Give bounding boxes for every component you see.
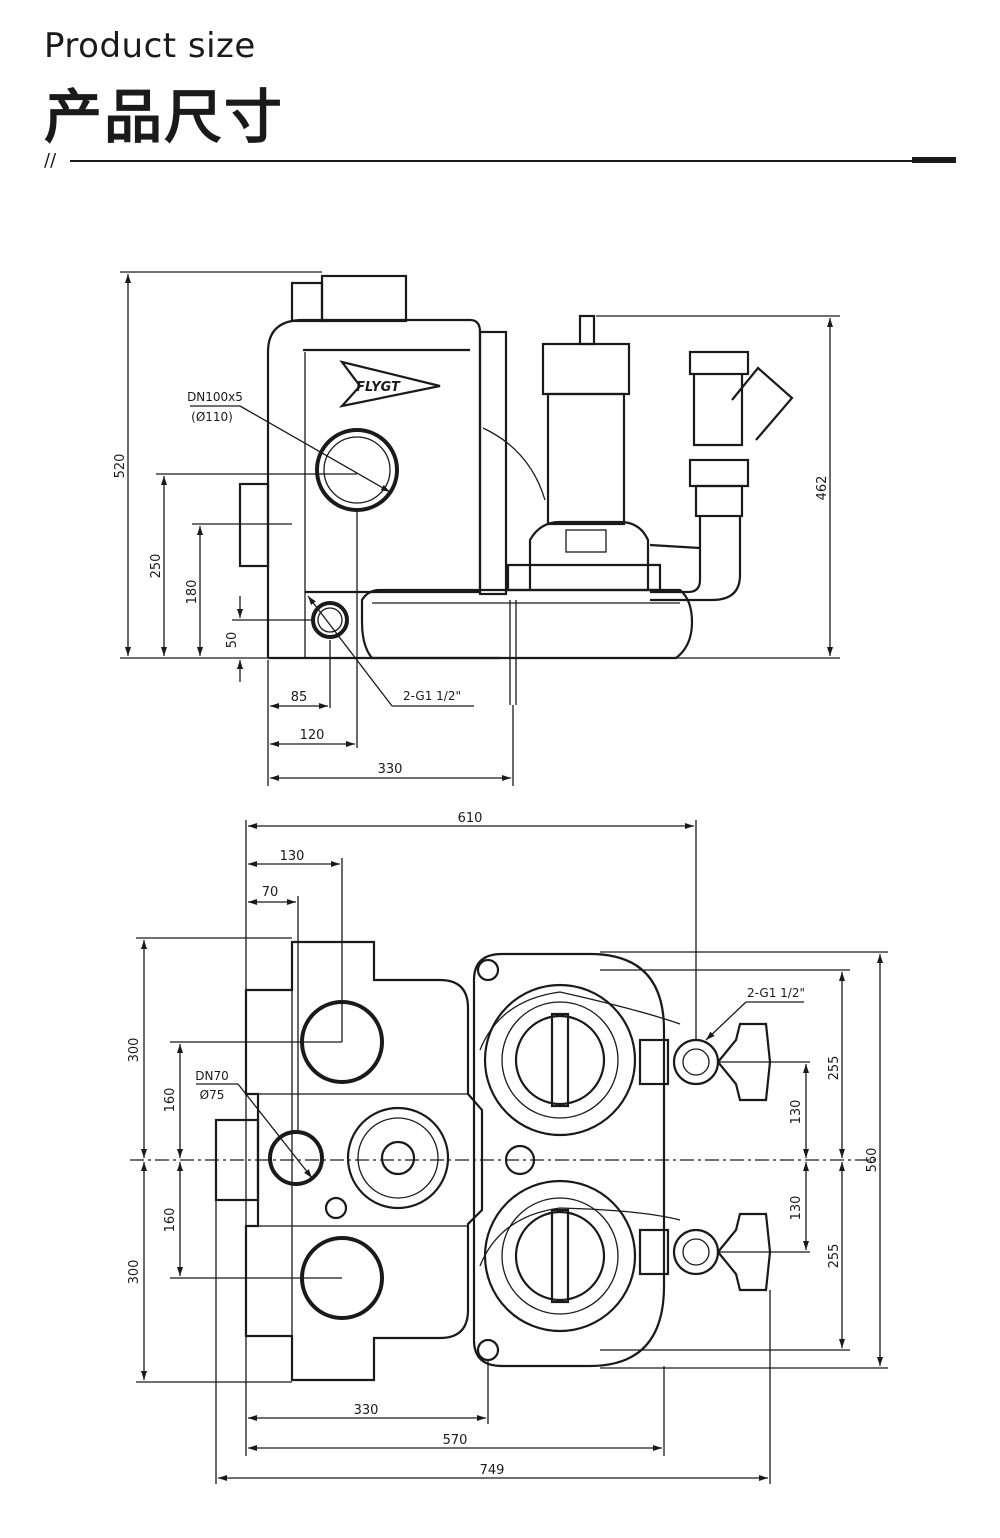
top-dimensions: 610 130 70 300 160 160 300 255 (127, 811, 888, 1484)
dim-300-top: 300 (127, 1038, 142, 1063)
dim-160-top: 160 (163, 1088, 178, 1113)
label-dn70: DN70 (195, 1069, 229, 1083)
dim-330-side: 330 (378, 762, 403, 777)
dim-50: 50 (225, 632, 240, 649)
top-tank (214, 940, 536, 1382)
dim-160-bottom: 160 (163, 1208, 178, 1233)
dim-85: 85 (291, 690, 308, 705)
dim-70: 70 (262, 885, 279, 900)
dim-570: 570 (443, 1433, 468, 1448)
label-dn70-dia: Ø75 (200, 1088, 225, 1102)
dim-749: 749 (480, 1463, 505, 1478)
title-chinese: 产品尺寸 (44, 83, 285, 151)
divider-accent (912, 157, 956, 163)
dim-120-side: 120 (300, 728, 325, 743)
dim-462: 462 (815, 476, 830, 501)
side-view: FLYGT (113, 271, 840, 786)
top-valves (638, 1022, 772, 1292)
dim-130-right-bottom: 130 (789, 1196, 804, 1221)
divider-mark: // (44, 150, 57, 171)
top-pump-housing (472, 952, 681, 1368)
dim-520: 520 (113, 454, 128, 479)
dim-130-top: 130 (280, 849, 305, 864)
side-tank: FLYGT (238, 274, 694, 705)
brand-logo: FLYGT (356, 380, 401, 395)
dim-130-right-top: 130 (789, 1100, 804, 1125)
dim-330-top: 330 (354, 1403, 379, 1418)
dim-250: 250 (149, 554, 164, 579)
dim-560: 560 (865, 1148, 880, 1173)
label-dn100-dia: (Ø110) (191, 410, 233, 424)
dim-180: 180 (185, 580, 200, 605)
title-english: Product size (44, 26, 256, 66)
side-valve (650, 350, 794, 602)
divider-line (70, 160, 956, 162)
label-g1-top: 2-G1 1/2" (747, 986, 805, 1000)
side-dimensions: 520 462 250 180 50 85 120 330 D (113, 271, 840, 786)
dim-255-bottom: 255 (827, 1244, 842, 1269)
label-dn100: DN100x5 (187, 390, 243, 404)
dim-300-bottom: 300 (127, 1260, 142, 1285)
dim-610: 610 (458, 811, 483, 826)
side-pump (482, 314, 701, 592)
dim-255-top: 255 (827, 1056, 842, 1081)
top-view: 610 130 70 300 160 160 300 255 (127, 811, 888, 1484)
label-g1-side: 2-G1 1/2" (403, 689, 461, 703)
